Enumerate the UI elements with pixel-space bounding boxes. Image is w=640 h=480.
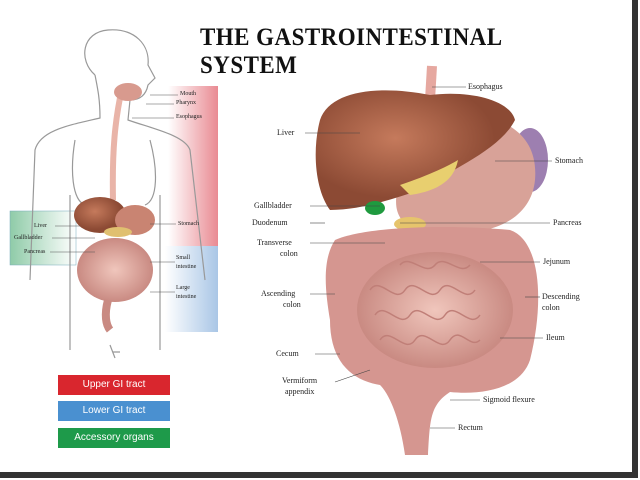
label-vermiform-appendix-2: appendix [285, 387, 315, 396]
left-label-mouth: Mouth [180, 91, 197, 97]
left-label-pancreas: Pancreas [24, 249, 46, 255]
label-ascending-colon-2: colon [283, 300, 301, 309]
legend-lower-gi: Lower GI tract [58, 401, 170, 421]
upper-gi-panel [168, 86, 218, 246]
left-label-large-intestine-2: intestine [176, 294, 197, 300]
esophagus [425, 65, 437, 101]
label-rectum: Rectum [458, 423, 483, 432]
left-label-small-intestine: Small [176, 255, 191, 261]
left-label-gallbladder: Gallbladder [14, 235, 43, 241]
left-label-small-intestine-2: intestine [176, 264, 197, 270]
left-esophagus [109, 87, 125, 201]
label-liver: Liver [277, 128, 295, 137]
label-gallbladder: Gallbladder [254, 201, 292, 210]
legend-accessory-organs: Accessory organs [58, 428, 170, 448]
left-intestines [77, 238, 153, 302]
liver [315, 90, 515, 210]
label-stomach: Stomach [555, 156, 583, 165]
label-esophagus: Esophagus [468, 82, 503, 91]
lower-gi-panel [165, 246, 218, 332]
gallbladder [365, 201, 385, 215]
label-pancreas: Pancreas [553, 218, 582, 227]
label-descending-colon-2: colon [542, 303, 560, 312]
page-title: THE GASTROINTESTINAL SYSTEM [200, 24, 502, 79]
left-stomach [115, 205, 155, 235]
label-descending-colon: Descending [542, 292, 580, 301]
label-transverse-colon-2: colon [280, 249, 298, 258]
label-ileum: Ileum [546, 333, 565, 342]
label-duodenum: Duodenum [252, 218, 288, 227]
label-jejunum: Jejunum [543, 257, 571, 266]
left-label-esophagus: Esophagus [176, 114, 202, 120]
small-intestine [357, 252, 513, 368]
left-label-pharynx: Pharynx [176, 100, 196, 106]
label-transverse-colon: Transverse [257, 238, 292, 247]
left-liver [74, 197, 126, 233]
label-vermiform-appendix: Vermiform [282, 376, 318, 385]
pancreas-yellow [400, 160, 458, 195]
left-label-large-intestine: Large [176, 285, 190, 291]
left-label-liver: Liver [34, 223, 47, 229]
label-ascending-colon: Ascending [261, 289, 296, 298]
body-outline [29, 29, 206, 359]
label-sigmoid-flexure: Sigmoid flexure [483, 395, 535, 404]
left-label-stomach: Stomach [178, 221, 199, 227]
label-cecum: Cecum [276, 349, 299, 358]
legend-upper-gi: Upper GI tract [58, 375, 170, 395]
